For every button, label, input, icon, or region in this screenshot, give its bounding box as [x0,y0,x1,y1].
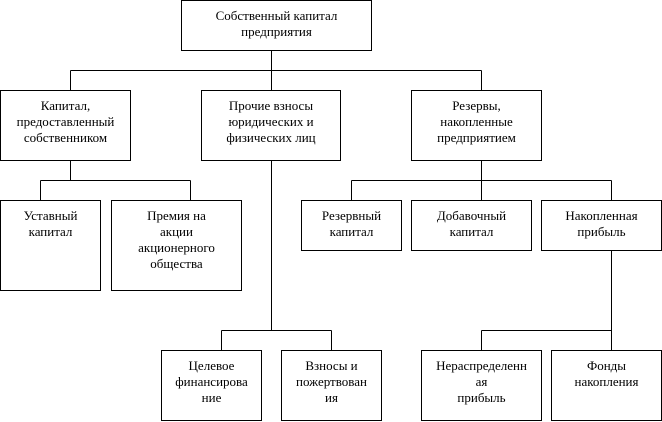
node-label-line: Капитал, [40,98,91,113]
node-label-line: предприятием [437,130,516,145]
node-label-line: Накопленная [565,208,638,223]
node-label-line: пожертвован [296,374,367,389]
node-label-line: Целевое [188,358,235,373]
node-label-line: ая [475,374,488,389]
node-label-line: капитал [28,224,73,239]
connector-accumulated-profit [481,250,612,350]
node-label-line: финансирова [175,374,248,389]
connector-other-contributions [221,160,332,350]
node-label-line: юридических и [228,114,314,129]
node-label-line: Премия на [147,208,206,223]
connector-root [70,50,482,90]
node-label-line: собственником [23,130,108,145]
node-label-line: капитал [329,224,374,239]
node-label-line: физических лиц [226,130,316,145]
node-label-line: общества [150,256,203,271]
node-label-line: Собственный капитал [215,8,338,23]
node-label-line: прибыль [577,224,626,239]
node-label-line: Прочие взносы [228,98,314,113]
connector-reserves [351,160,612,200]
node-label-line: Фонды [586,358,627,373]
node-label-line: Уставный [23,208,78,223]
node-label-line: Взносы и [305,358,358,373]
connector-owner-capital [40,160,191,200]
node-label-line: прибыль [457,390,506,405]
node-label-line: предприятия [241,24,312,39]
node-label-line: накопления [574,374,639,389]
node-label-line: накопленные [440,114,513,129]
node-label-line: акционерного [138,240,215,255]
node-label-line: ние [201,390,222,405]
node-label-line: предоставленный [16,114,115,129]
node-label-line: Нераспределенн [436,358,527,373]
node-label-line: Резервный [321,208,382,223]
node-label-line: капитал [449,224,494,239]
node-label-line: акции [160,224,193,239]
node-label-line: Резервы, [452,98,501,113]
node-label-line: Добавочный [436,208,507,223]
node-label-line: ия [325,390,338,405]
